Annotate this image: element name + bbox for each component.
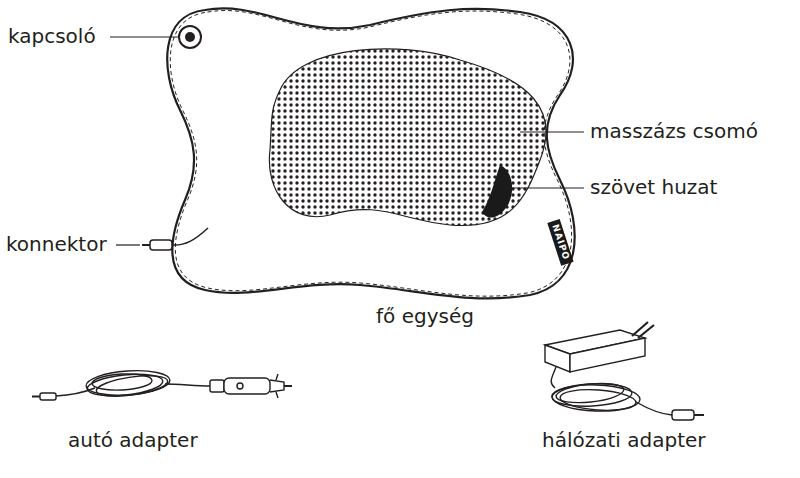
mains-adapter [545, 322, 704, 420]
fabric-patch [482, 165, 512, 218]
part-label: kapcsoló [8, 24, 96, 48]
part-label: hálózati adapter [542, 428, 706, 452]
switch-center [185, 32, 195, 42]
connector-plug [150, 240, 172, 250]
connector-cable [172, 228, 208, 245]
car-adapter [32, 368, 292, 400]
switch-button [179, 26, 201, 48]
massage-area [269, 49, 546, 226]
pillow-seam [170, 11, 571, 297]
leader-lines [110, 37, 584, 245]
pillow-outline [167, 8, 574, 298]
part-label: masszázs csomó [590, 119, 758, 143]
part-label: autó adapter [68, 428, 198, 452]
caption-label: fő egység [376, 304, 474, 328]
connector-pin [142, 244, 150, 246]
part-label: konnektor [6, 232, 107, 256]
part-label: szövet huzat [590, 175, 717, 199]
